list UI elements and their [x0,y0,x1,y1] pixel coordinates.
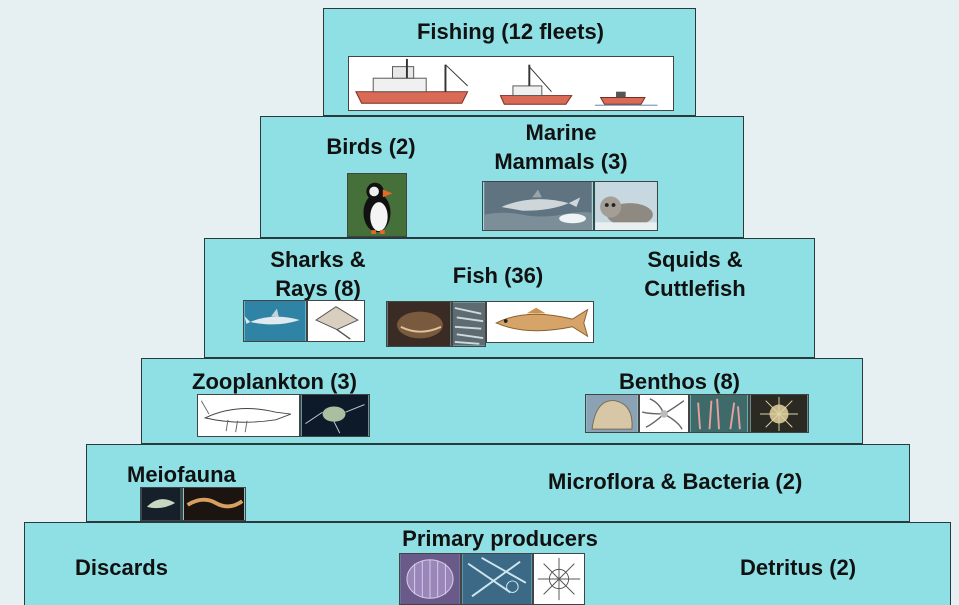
discards-label: Discards [75,553,168,582]
brittle-star-image [639,394,689,433]
sharks-rays-label: Sharks & Rays (8) [243,245,393,303]
detritus-label: Detritus (2) [740,553,856,582]
primary-producers-label: Primary producers [355,524,645,553]
cod-image [486,301,594,343]
ray-image [307,300,365,342]
meiofauna-label: Meiofauna [127,460,236,489]
seal-image [594,181,658,231]
tier-base: Primary producers Discards Detritus (2) [24,522,951,605]
tier-birds-mammals: Birds (2) Marine Mammals (3) [260,116,744,238]
nematode-image [182,487,246,521]
zooplankton-label: Zooplankton (3) [192,367,357,396]
diatom-image [399,553,461,605]
birds-label: Birds (2) [301,132,441,161]
puffin-image [347,173,407,237]
krill-image [197,394,300,437]
fishing-fleet-image [348,56,674,111]
anglerfish-image [386,301,452,347]
phytoplankton-image [461,553,533,605]
shell-image [585,394,639,433]
squids-cuttlefish-label: Squids & Cuttlefish [610,245,780,303]
tier-nekton: Sharks & Rays (8) Fish (36) Squids & Cut… [204,238,815,358]
benthos-label: Benthos (8) [619,367,740,396]
tier-zooplankton-benthos: Zooplankton (3) Benthos (8) [141,358,863,444]
radiolarian-image [533,553,585,605]
shark-image [243,300,307,342]
anchovy-image [452,301,486,347]
marine-mammals-label: Marine Mammals (3) [471,118,651,176]
dolphin-image [482,181,594,231]
copepod-image [300,394,370,437]
sea-urchin-image [749,394,809,433]
fishing-label: Fishing (12 fleets) [324,17,697,46]
fish-label: Fish (36) [428,261,568,290]
amphipod-image [140,487,182,521]
microflora-bacteria-label: Microflora & Bacteria (2) [548,467,802,496]
tier-meiofauna-microflora: Meiofauna Microflora & Bacteria (2) [86,444,910,522]
polychaete-image [689,394,749,433]
tier-fishing: Fishing (12 fleets) [323,8,696,116]
